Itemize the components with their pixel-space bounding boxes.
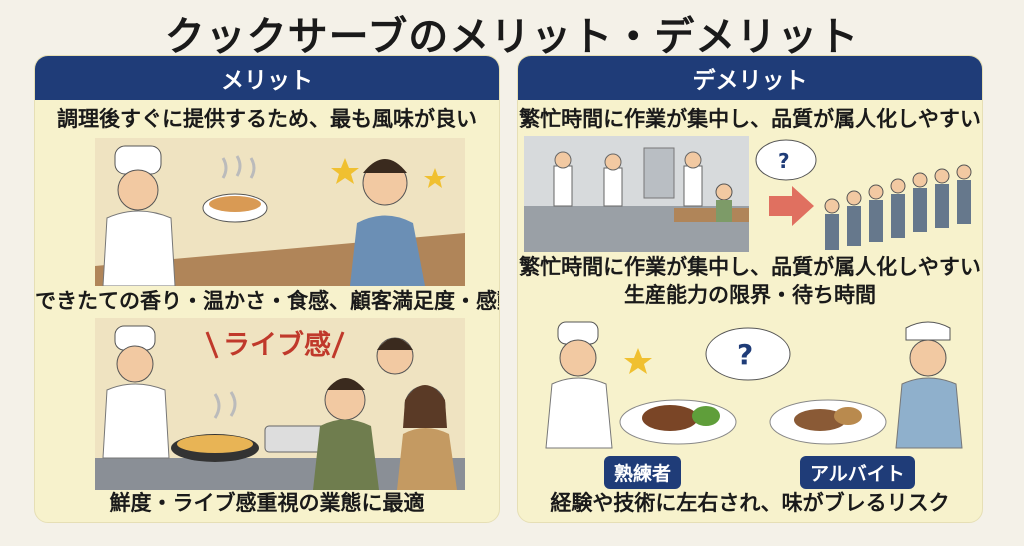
svg-text:?: ? — [778, 149, 790, 173]
demerit-point-concentration: 繁忙時間に作業が集中し、品質が属人化しやすい — [519, 107, 981, 131]
skill-gap-illustration: ? — [545, 321, 963, 449]
merit-point-satisfaction: できたての香り・温かさ・食感、顧客満足度・感動 — [35, 289, 500, 313]
sparkle-icon — [331, 158, 359, 184]
steam-icon — [221, 155, 256, 179]
demerit-point-capacity: 生産能力の限界・待ち時間 — [624, 283, 876, 307]
page-title: クックサーブのメリット・デメリット — [164, 14, 860, 60]
demerit-point-taste-risk: 経験や技術に左右され、味がブレるリスク — [550, 491, 950, 515]
arrow-right-icon — [769, 186, 814, 226]
merit-panel: メリット 調理後すぐに提供するため、最も風味が良い できたての香り・温かさ・食感… — [34, 55, 500, 523]
svg-text:?: ? — [737, 338, 753, 371]
badge-expert: 熟練者 — [604, 456, 682, 489]
badge-parttime: アルバイト — [800, 456, 915, 489]
live-cooking-illustration: ライブ感 — [95, 318, 465, 490]
sparkle-icon — [424, 168, 446, 188]
merit-header: メリット — [35, 56, 499, 100]
demerit-header: デメリット — [518, 56, 982, 100]
thought-bubble-icon — [755, 139, 817, 181]
sparkle-icon — [624, 348, 652, 374]
demerit-panel: デメリット 繁忙時間に作業が集中し、品質が属人化しやすい ? 繁忙時間に — [517, 55, 983, 523]
live-feel-label: ライブ感 — [223, 329, 331, 361]
busy-kitchen-illustration: ? — [524, 136, 972, 252]
thought-bubble-icon — [705, 327, 791, 381]
merit-point-flavor: 調理後すぐに提供するため、最も風味が良い — [57, 107, 477, 131]
merit-point-best-fit: 鮮度・ライブ感重視の業態に最適 — [109, 491, 425, 515]
waiting-queue-icon — [824, 164, 972, 250]
chef-serving-illustration — [95, 138, 465, 286]
demerit-point-concentration-repeat: 繁忙時間に作業が集中し、品質が属人化しやすい — [519, 255, 981, 279]
